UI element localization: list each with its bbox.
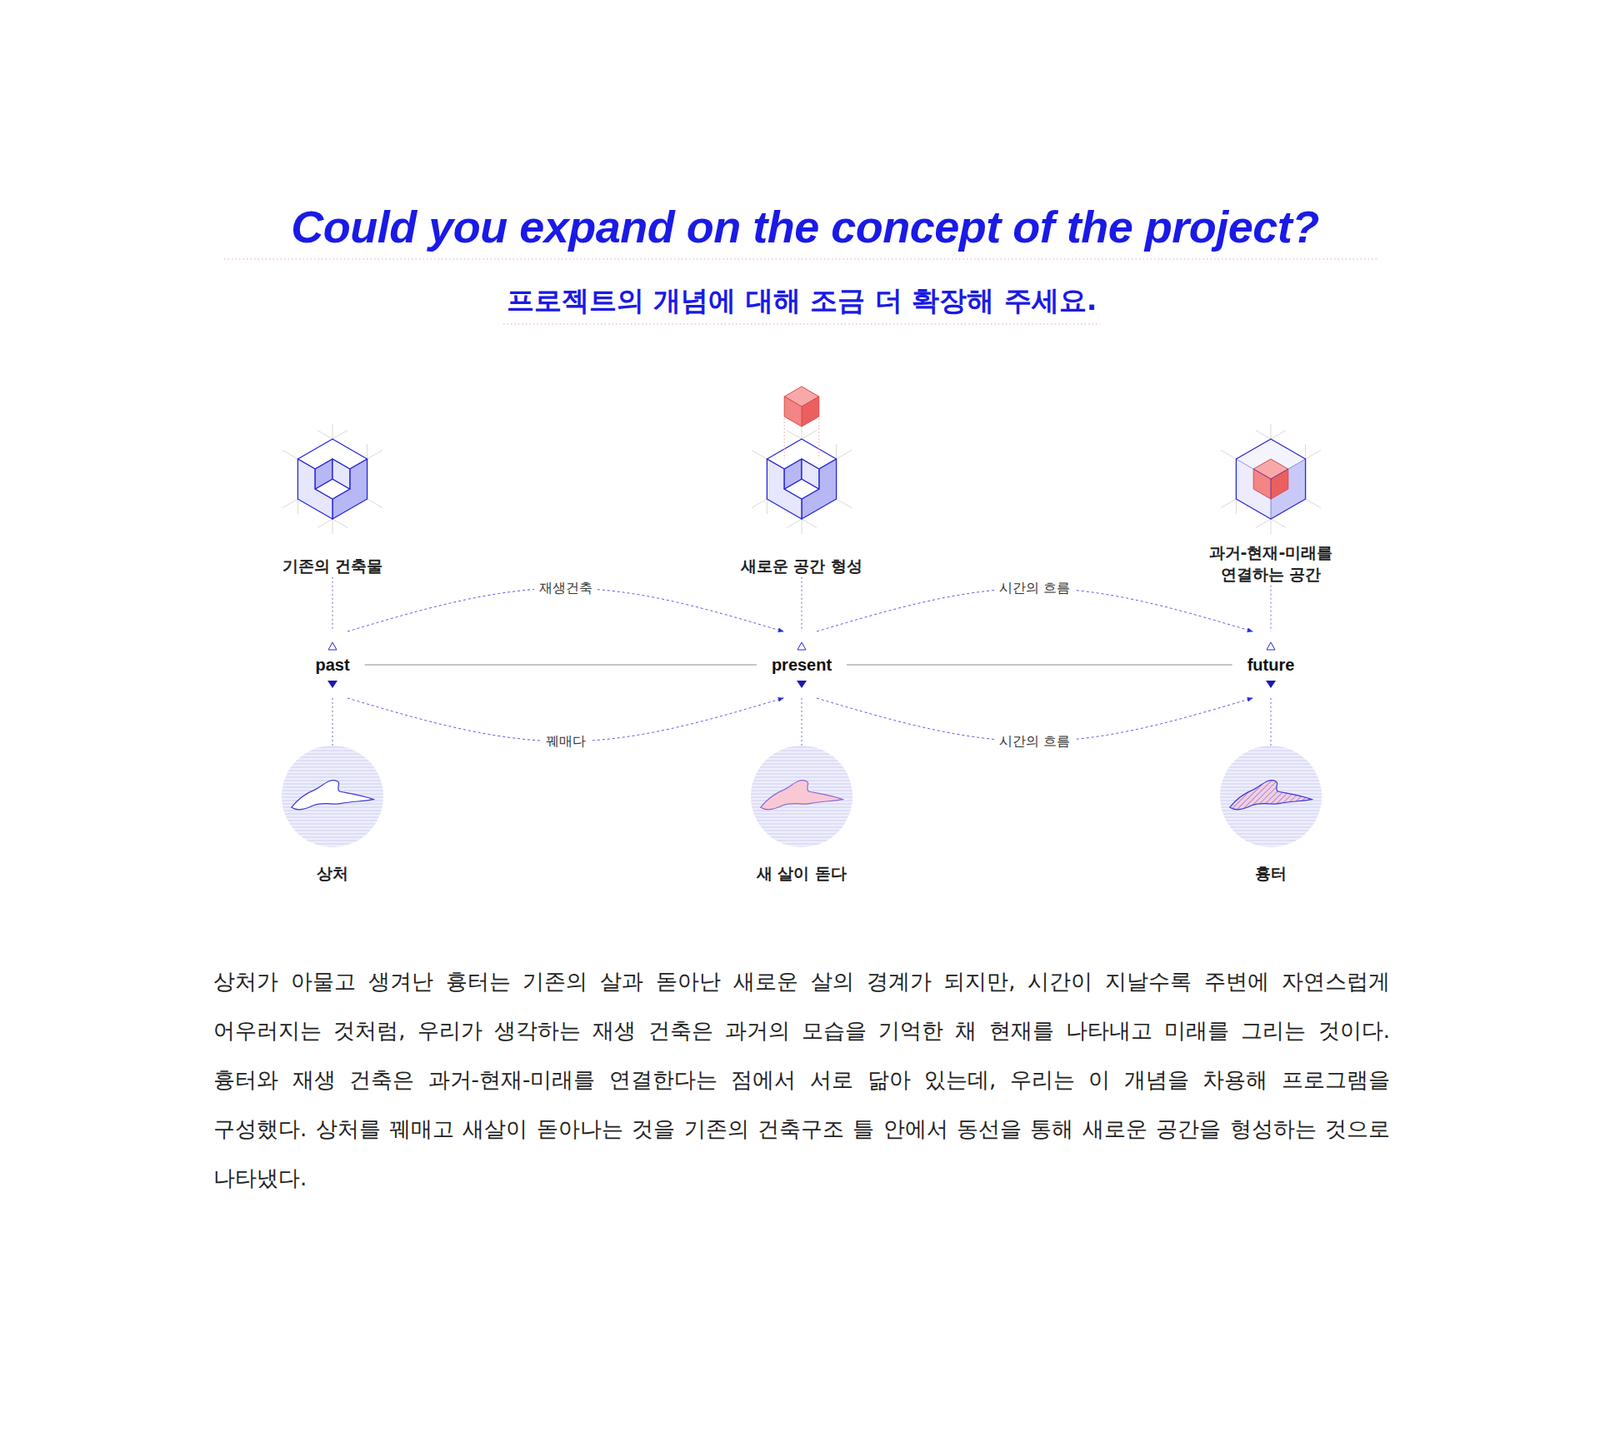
metaphor-circle: 흉터 (1212, 745, 1330, 885)
timeline-line (365, 665, 757, 666)
drop-guide (784, 418, 785, 460)
building-cube-icon (766, 439, 836, 520)
guide-lines (282, 424, 383, 535)
guide-lines (1220, 424, 1321, 535)
edge-label: 시간의 흐름 (994, 733, 1075, 750)
scar-circle (1220, 745, 1322, 848)
node-text: 새로운 공간 형성 (740, 555, 863, 578)
edge-label: 재생건축 (534, 580, 598, 597)
up-triangle (1266, 642, 1275, 650)
time-point: past (300, 631, 365, 699)
guide-lines (751, 424, 852, 535)
node-text: past (315, 655, 350, 675)
new-space-block (784, 386, 820, 427)
node-text: future (1247, 655, 1295, 675)
node-text: present (771, 655, 832, 675)
building-cube-icon (297, 439, 367, 520)
metaphor-circle: 상처 (274, 745, 391, 885)
node-text: 새 살이 돋다 (743, 863, 860, 885)
wound-shape (291, 780, 374, 810)
subtitle-underline (503, 324, 1100, 325)
dotted-guide (332, 577, 334, 632)
stage-label: 새로운 공간 형성 (737, 555, 866, 578)
body-paragraph: 상처가 아물고 생겨난 흉터는 기존의 살과 돋아난 새로운 살의 경계가 되지… (213, 957, 1390, 1204)
down-triangle (327, 680, 338, 689)
time-point: present (756, 631, 847, 699)
dotted-guide (801, 698, 803, 746)
node-text: 기존의 건축물 (282, 555, 384, 578)
up-triangle (797, 642, 806, 650)
metaphor-circle: 새 살이 돋다 (743, 745, 860, 885)
down-triangle (796, 680, 807, 689)
dotted-guide (1270, 698, 1271, 746)
merged-cube-icon (1235, 439, 1305, 520)
dotted-guide (332, 698, 334, 746)
title-heading: Could you expand on the concept of the p… (290, 200, 1320, 253)
dotted-guide (800, 577, 802, 632)
up-triangle (328, 642, 337, 650)
drop-guide (818, 418, 820, 460)
node-text: 상처 (274, 863, 391, 885)
edge-label: 시간의 흐름 (994, 580, 1075, 597)
subtitle: 프로젝트의 개념에 대해 조금 더 확장해 주세요. (506, 284, 1097, 318)
down-triangle (1265, 680, 1276, 689)
timeline-line (846, 665, 1233, 666)
flesh-circle (750, 745, 853, 848)
scar-shape (1230, 780, 1312, 810)
stage-label: 과거-현재-미래를 연결하는 공간 (1191, 542, 1350, 585)
node-text: 흉터 (1212, 863, 1330, 885)
new-flesh-shape (760, 780, 843, 810)
time-point: future (1232, 631, 1310, 699)
wound-circle (281, 745, 384, 848)
stage-label: 기존의 건축물 (279, 555, 387, 578)
dotted-guide (1270, 585, 1272, 632)
title-underline (224, 259, 1378, 260)
node-text: 과거-현재-미래를 연결하는 공간 (1195, 542, 1347, 585)
edge-label: 꿰매다 (540, 733, 591, 750)
